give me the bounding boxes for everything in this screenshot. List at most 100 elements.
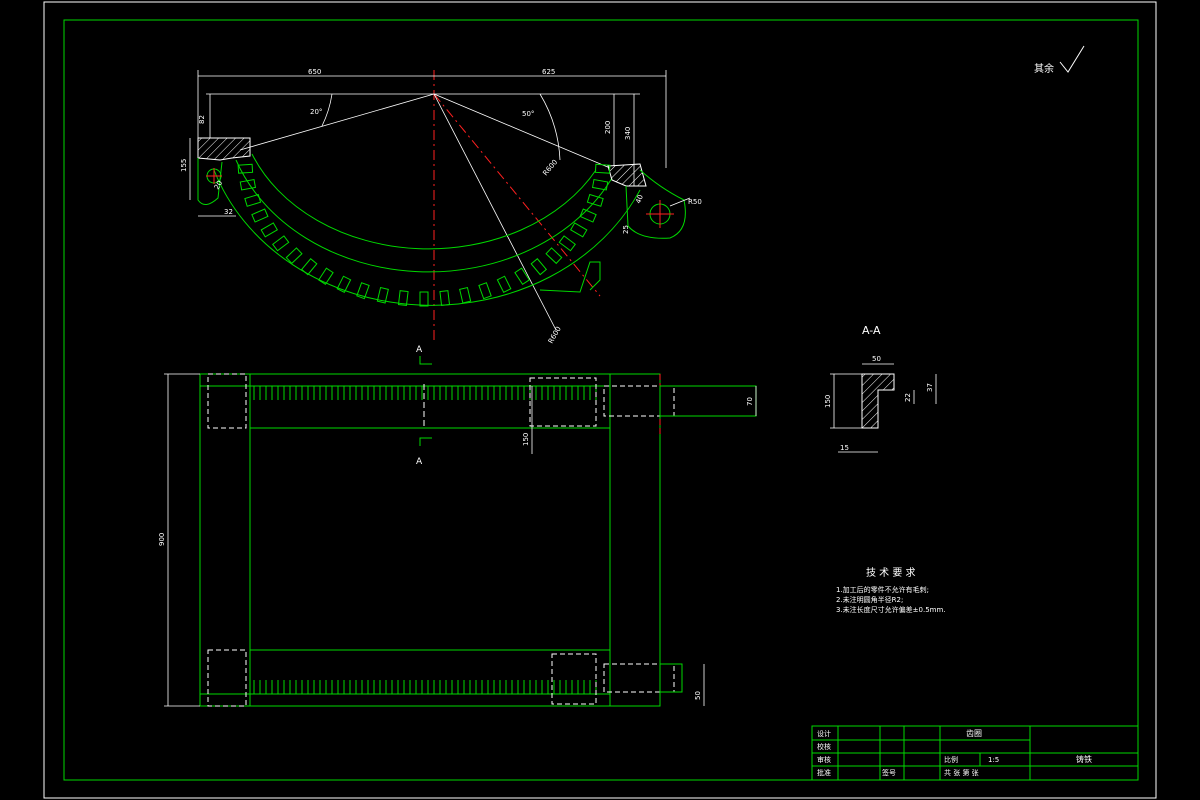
gear-tooth bbox=[594, 163, 611, 174]
dim-left-height: 82 bbox=[198, 115, 206, 124]
tech-req-item-1: 1.加工后的零件不允许有毛刺; bbox=[836, 585, 929, 594]
tooth-comb-bottom bbox=[253, 680, 597, 695]
tooth-comb-top bbox=[253, 385, 597, 400]
plan-lug-bottom bbox=[659, 663, 683, 693]
section-aa: A-A 50 150 15 37 22 bbox=[824, 324, 937, 453]
comb-teeth bbox=[253, 385, 597, 400]
gear-tooth bbox=[545, 247, 563, 265]
plan-outline bbox=[199, 373, 661, 707]
gear-tooth bbox=[591, 178, 609, 191]
dim-left-small-2: 32 bbox=[224, 208, 233, 216]
tb-row-approve: 批准 bbox=[817, 768, 831, 777]
gear-tooth bbox=[356, 282, 370, 300]
tb-extra: 签号 bbox=[882, 768, 896, 777]
dim-left-small-1: 155 bbox=[180, 159, 188, 172]
lower-lug bbox=[539, 261, 601, 293]
arc-mid bbox=[235, 159, 613, 273]
tb-scale-value: 1:5 bbox=[988, 756, 999, 764]
dim-r600-big: R600 bbox=[547, 325, 563, 345]
dim-left-small-3: 20 bbox=[213, 179, 224, 191]
gear-tooth bbox=[496, 275, 512, 294]
dim-aa-thickness: 15 bbox=[840, 444, 849, 452]
radial-line-r600 bbox=[433, 93, 557, 331]
dim-aa-r1: 37 bbox=[926, 383, 934, 392]
section-mark-bottom: A bbox=[416, 457, 423, 467]
gear-tooth bbox=[397, 290, 409, 307]
tb-part-name: 齿圈 bbox=[966, 729, 982, 738]
gear-tooth bbox=[579, 208, 597, 223]
dim-plan-w1: 150 bbox=[522, 433, 530, 446]
dim-right-r50: R50 bbox=[688, 198, 702, 206]
dim-aa-height: 150 bbox=[824, 395, 832, 408]
tb-row-review: 审核 bbox=[817, 755, 831, 764]
gear-tooth bbox=[239, 178, 257, 191]
gear-tooth bbox=[260, 222, 279, 238]
arc-inner bbox=[251, 153, 597, 250]
angle-right-label: 50° bbox=[522, 110, 534, 118]
outer-border bbox=[43, 1, 1157, 799]
dim-right-small-2: 40 bbox=[634, 194, 645, 205]
dim-right-height-2: 340 bbox=[624, 127, 632, 140]
gear-tooth bbox=[237, 163, 254, 174]
roughness-note: 其余 bbox=[1034, 62, 1054, 75]
inner-border bbox=[63, 19, 1139, 781]
gear-tooth bbox=[586, 193, 604, 207]
gear-tooth bbox=[318, 267, 334, 286]
tb-material: 铸铁 bbox=[1076, 754, 1092, 764]
angle-arc-right bbox=[539, 93, 561, 161]
left-lug bbox=[197, 158, 223, 205]
gear-tooth bbox=[439, 290, 451, 307]
dim-right-small-3: 25 bbox=[622, 225, 630, 234]
dim-aa-width: 50 bbox=[872, 355, 881, 363]
gear-tooth bbox=[244, 193, 262, 207]
right-block-section bbox=[607, 163, 647, 187]
dim-top-right: 625 bbox=[542, 68, 555, 76]
gear-tooth bbox=[530, 258, 548, 276]
left-block-section bbox=[197, 137, 251, 161]
section-mark-top: A bbox=[416, 345, 423, 355]
gear-tooth bbox=[569, 222, 588, 238]
section-aa-shape bbox=[861, 373, 895, 429]
dim-plan-w3: 50 bbox=[694, 691, 702, 700]
gear-tooth bbox=[251, 208, 269, 223]
dim-r600-mid: R600 bbox=[541, 158, 559, 177]
tb-row-check: 校核 bbox=[817, 742, 831, 751]
right-lug bbox=[625, 169, 686, 239]
angle-left-label: 20° bbox=[310, 108, 322, 116]
tb-scale-label: 比例 bbox=[944, 755, 958, 764]
tb-sheet: 共 张 第 张 bbox=[944, 768, 979, 777]
gear-tooth bbox=[336, 275, 352, 294]
tech-req-heading: 技 术 要 求 bbox=[866, 566, 916, 579]
dim-plan-height: 900 bbox=[158, 533, 166, 546]
gear-tooth bbox=[514, 267, 530, 286]
radial-line-left bbox=[239, 93, 435, 151]
plan-view: A A 900 150 70 50 bbox=[158, 345, 757, 707]
gear-tooth bbox=[285, 247, 303, 265]
roughness-symbol-icon bbox=[1059, 45, 1085, 73]
dim-right-height-1: 200 bbox=[604, 121, 612, 134]
gear-tooth bbox=[478, 282, 492, 300]
gear-tooth bbox=[376, 286, 389, 304]
gear-tooth bbox=[558, 235, 576, 252]
title-block: 设计 校核 审核 批准 齿圈 比例 1:5 铸铁 共 张 第 张 签号 bbox=[811, 725, 1139, 781]
comb-teeth bbox=[253, 680, 597, 695]
dim-aa-r2: 22 bbox=[904, 393, 912, 402]
plan-inner bbox=[249, 427, 611, 651]
radial-line-right bbox=[433, 93, 611, 169]
front-view: 650 625 20° 50° 82 200 340 155 32 20 R50… bbox=[180, 68, 702, 345]
angle-arc-left bbox=[321, 93, 333, 127]
diag-center-line bbox=[433, 93, 601, 297]
gear-tooth bbox=[272, 235, 290, 252]
dim-plan-w2: 70 bbox=[746, 397, 754, 406]
gear-tooth bbox=[300, 258, 318, 276]
tb-row-design: 设计 bbox=[817, 729, 831, 738]
dim-top-left: 650 bbox=[308, 68, 321, 76]
gear-teeth bbox=[237, 163, 611, 307]
tech-req-item-2: 2.未注明圆角半径R2; bbox=[836, 595, 903, 604]
arc-outer bbox=[213, 169, 641, 306]
tech-req-item-3: 3.未注长度尺寸允许偏差±0.5mm. bbox=[836, 605, 946, 614]
gear-tooth bbox=[459, 286, 472, 304]
gear-tooth bbox=[419, 291, 429, 307]
section-aa-title: A-A bbox=[862, 324, 881, 337]
